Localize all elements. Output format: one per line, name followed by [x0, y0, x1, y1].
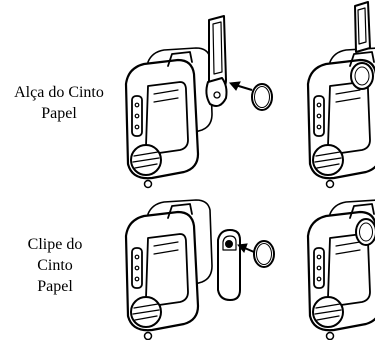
belt-strap-installed — [350, 1, 374, 90]
belt-strap-label-line-1: Alça do Cinto — [14, 84, 104, 101]
belt-clip-label-line-3: Papel — [37, 278, 73, 295]
belt-clip-label-line-1: Clipe do — [27, 236, 83, 253]
belt-clip-installed — [355, 218, 375, 246]
ring-bottom — [253, 240, 275, 268]
belt-strap-piece — [205, 15, 228, 107]
belt-clip-piece — [217, 229, 241, 301]
belt-strap-label: Alça do Cinto Papel — [0, 82, 118, 124]
belt-clip-label: Clipe do Cinto Papel — [16, 234, 94, 297]
arrow-clip — [237, 243, 255, 253]
ring-top — [251, 83, 273, 111]
belt-strap-label-line-2: Papel — [41, 105, 77, 122]
arrow-strap — [228, 81, 253, 91]
printer-belt-clip-before — [124, 198, 214, 340]
belt-clip-label-line-2: Cinto — [37, 257, 73, 274]
printer-belt-strap-before — [124, 46, 214, 189]
